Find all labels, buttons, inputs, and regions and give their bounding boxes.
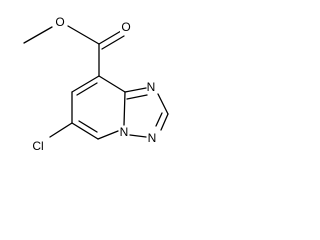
bond-carbonyl-c-o-b [101, 35, 125, 50]
bond-n1-c2 [157, 93, 169, 115]
bond-c6-c5-a [71, 122, 99, 140]
atom-cl: Cl [32, 139, 43, 153]
bond-c8a-n1-a [124, 87, 147, 93]
bond-c2-n3-a [160, 113, 169, 131]
bond-carbonyl-c-o-a [98, 30, 122, 45]
bond-c8-c8a [98, 75, 126, 93]
bond-c8a-n1-b [126, 94, 148, 100]
bond-c8-c7-b [76, 82, 98, 96]
atom-n-bridgehead: N [120, 125, 129, 139]
atom-n-triazole-3: N [148, 131, 157, 145]
bond-c6-c5-b [78, 120, 98, 133]
atom-n-triazole-1: N [147, 80, 156, 94]
bond-c6-cl [49, 122, 73, 138]
atom-o-ester: O [55, 15, 64, 29]
bond-n3-n4 [129, 134, 147, 138]
bond-methyl-o [23, 26, 53, 44]
structure-diagram: O O N N N Cl [23, 15, 169, 153]
atom-o-carbonyl: O [121, 20, 130, 34]
bond-o-carbonyl-carbon [67, 25, 100, 45]
bond-n4-c8a [123, 91, 126, 126]
bond-c8-c7-a [71, 75, 100, 93]
bond-c5-n4 [97, 130, 119, 140]
bond-c2-n3-b [155, 112, 163, 127]
